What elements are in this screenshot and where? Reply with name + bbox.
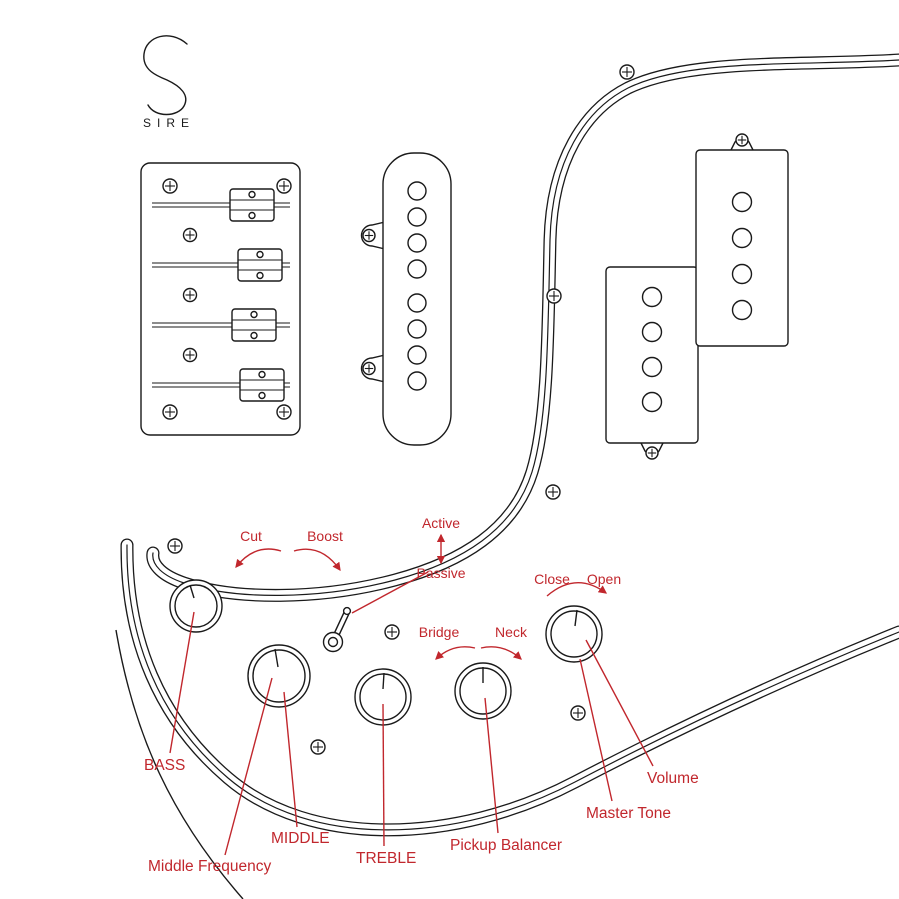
sire-logo-s-glyph xyxy=(143,35,188,116)
body-edge xyxy=(115,629,244,899)
bridge-mount-screws xyxy=(182,227,198,363)
active-passive-toggle xyxy=(322,606,352,653)
annotation-open: Open xyxy=(587,571,621,587)
jazz-pickup-ear-top xyxy=(360,221,386,250)
annotation-cut: Cut xyxy=(240,528,262,544)
knob-bass xyxy=(169,579,223,633)
annotation-close: Close xyxy=(534,571,570,587)
middle-leader-line xyxy=(283,691,298,828)
label-volume: Volume xyxy=(647,770,699,787)
cut-arrow xyxy=(235,548,282,568)
split-pickup-upper-half xyxy=(695,133,789,347)
toggle-leader-line xyxy=(351,571,429,614)
knob-treble xyxy=(354,668,412,726)
annotations: Cut Boost Active Passive Bridge Neck Clo… xyxy=(144,515,699,875)
jazz-pickup-ear-bottom xyxy=(360,354,386,383)
pickguard-edge-lower xyxy=(120,538,899,837)
bridge-corner-screws xyxy=(162,178,292,420)
label-bass: BASS xyxy=(144,757,185,774)
treble-leader-line xyxy=(382,703,385,847)
label-master-tone: Master Tone xyxy=(586,805,671,822)
bridge-arrow xyxy=(435,646,476,660)
pickguard-screws xyxy=(167,64,635,755)
bass-leader-line xyxy=(169,611,195,754)
split-pickup-lower-half xyxy=(605,266,699,460)
annotation-active: Active xyxy=(422,515,460,531)
label-middle-frequency: Middle Frequency xyxy=(148,858,271,875)
annotation-passive: Passive xyxy=(416,565,465,581)
jazz-pickup-pole-pieces xyxy=(407,181,427,391)
split-pickup xyxy=(605,133,789,460)
bridge-assembly xyxy=(140,162,301,436)
sire-logo: SIRE xyxy=(143,35,195,130)
open-arrow xyxy=(546,582,608,597)
bridge-saddles xyxy=(229,188,285,402)
knob-middle-stacked xyxy=(247,644,311,708)
neck-arrow xyxy=(480,646,522,660)
pickguard-edge-upper xyxy=(146,53,899,602)
label-treble: TREBLE xyxy=(356,850,416,867)
bridge-plate xyxy=(140,162,301,436)
sire-logo-text: SIRE xyxy=(143,116,195,130)
volume-leader-line xyxy=(585,639,654,767)
label-middle: MIDDLE xyxy=(271,830,330,847)
knob-pickup-balancer xyxy=(454,662,512,720)
annotation-bridge: Bridge xyxy=(419,624,460,640)
master-tone-leader-line xyxy=(579,658,613,802)
jazz-pickup xyxy=(360,152,452,446)
label-pickup-balancer: Pickup Balancer xyxy=(450,837,562,854)
boost-arrow xyxy=(293,548,341,572)
split-pickup-lower-body xyxy=(605,266,699,444)
pickup-balancer-leader-line xyxy=(484,697,499,834)
annotation-neck: Neck xyxy=(495,624,528,640)
middle-frequency-leader-line xyxy=(224,677,273,856)
knob-volume-tone-stacked xyxy=(545,605,603,663)
annotation-boost: Boost xyxy=(307,528,343,544)
